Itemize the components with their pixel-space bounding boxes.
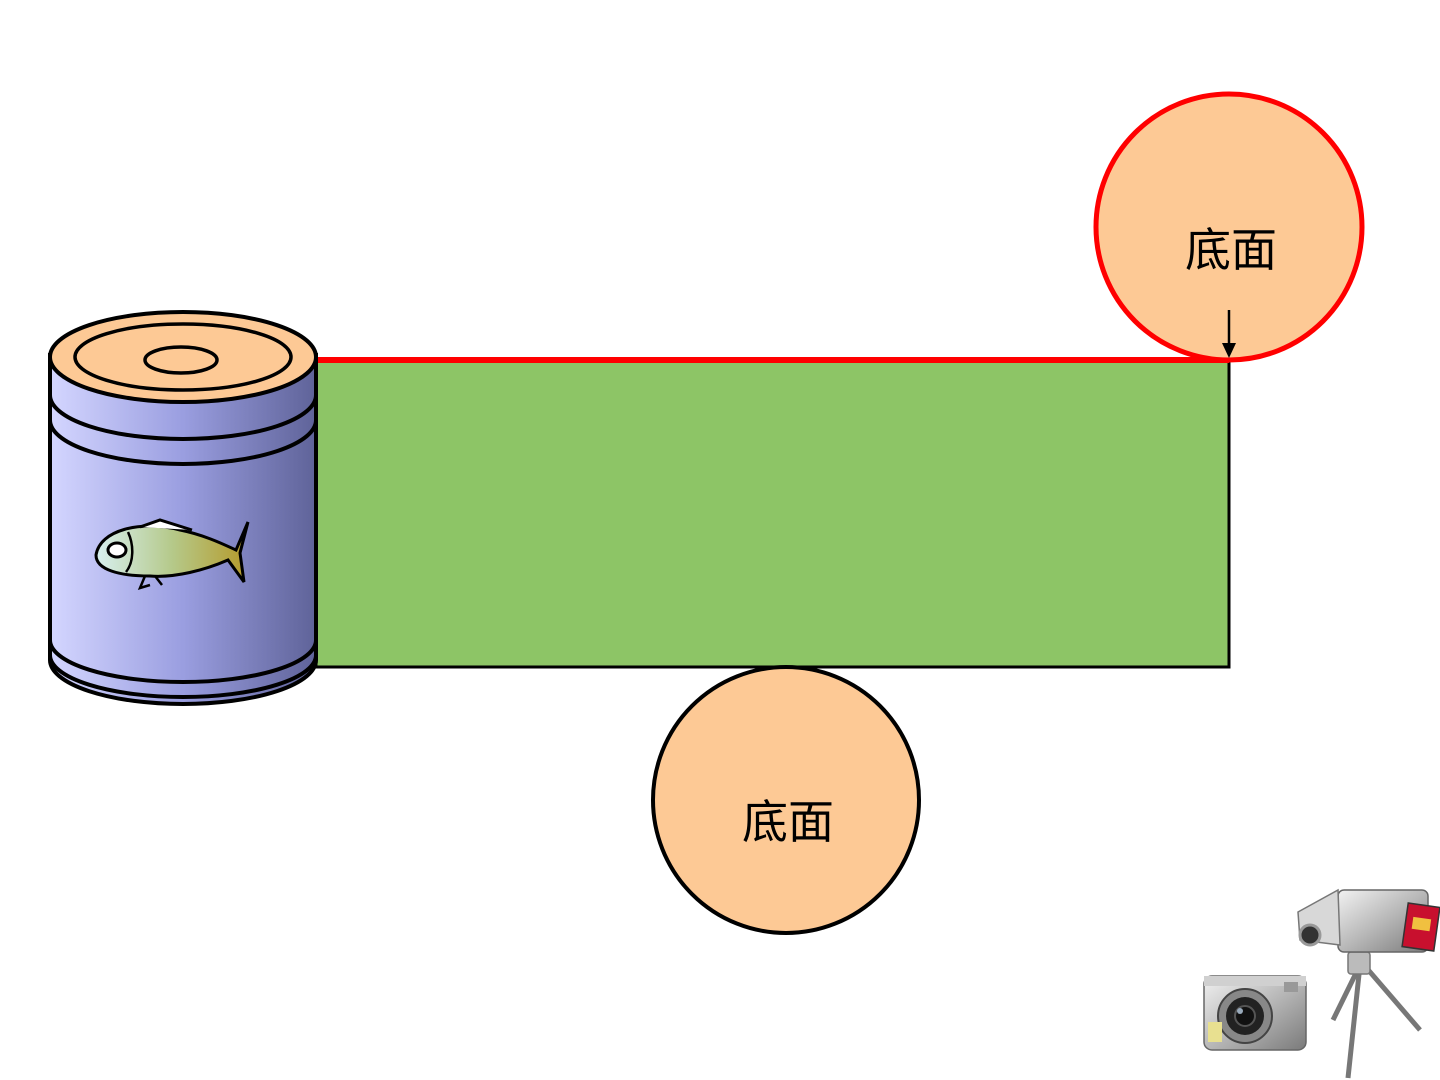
camcorder-on-tripod-icon — [1297, 888, 1440, 1079]
top-base-circle: 底面 — [1093, 91, 1365, 363]
digital-camera-icon — [1203, 975, 1307, 1051]
top-base-label: 底面 — [1185, 223, 1277, 277]
lateral-face-rectangle — [314, 358, 1231, 669]
bottom-base-circle: 底面 — [651, 665, 921, 935]
tangent-arrow — [1222, 310, 1236, 358]
fish-icon — [94, 518, 250, 590]
fish-can-icon — [48, 310, 318, 706]
bottom-base-label: 底面 — [742, 795, 834, 849]
